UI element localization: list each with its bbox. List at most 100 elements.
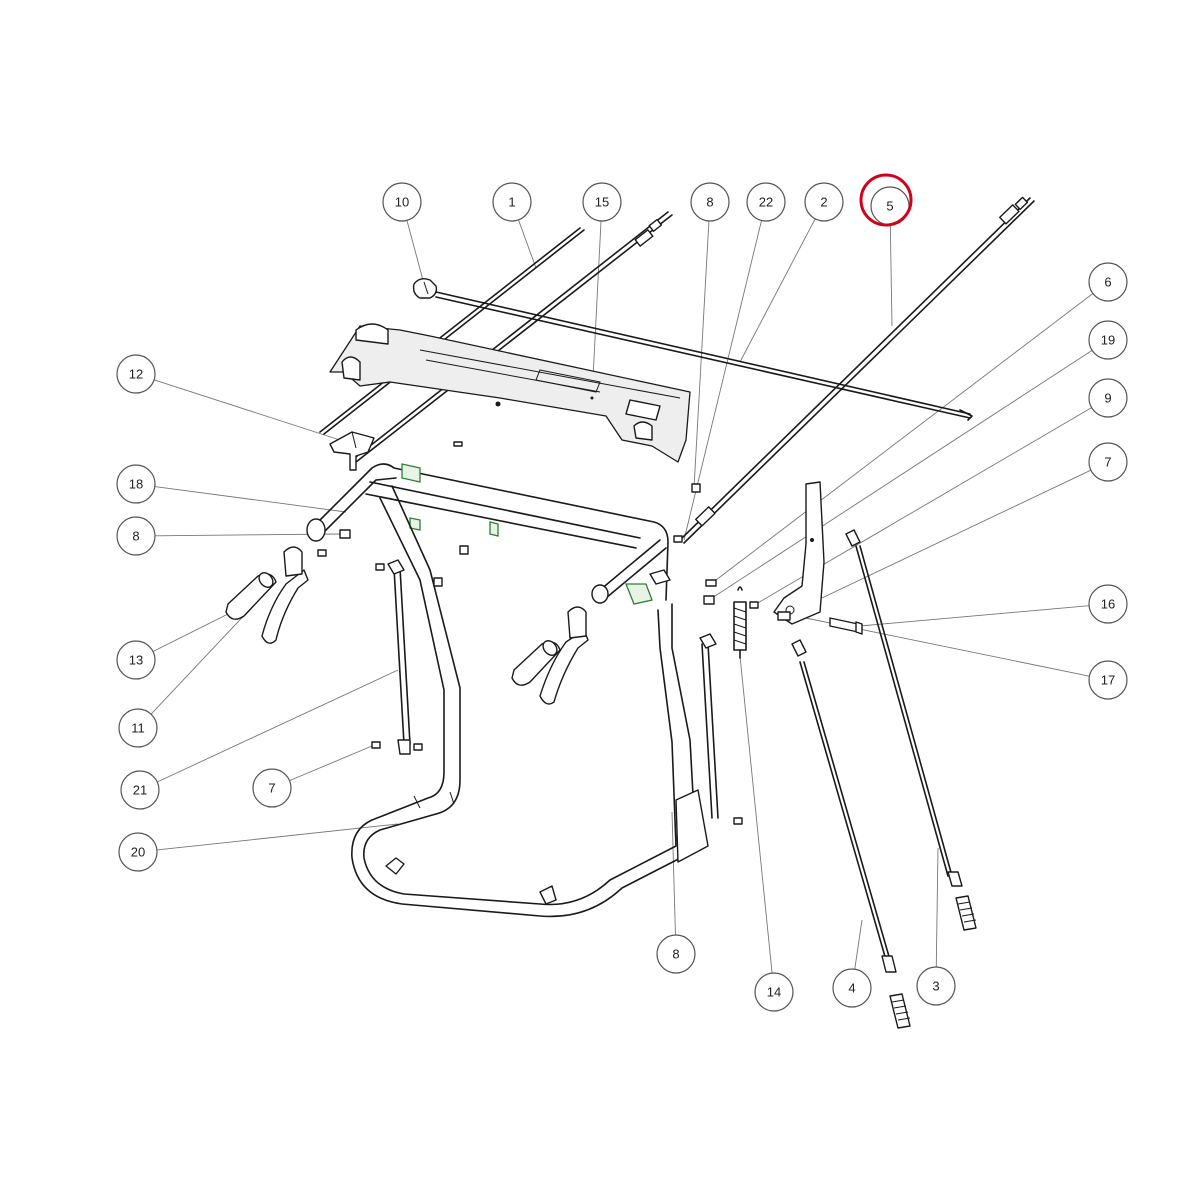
callout-label: 9 xyxy=(1104,391,1111,406)
spring-14 xyxy=(733,586,747,659)
callout-13: 13 xyxy=(116,640,156,680)
callout-circle xyxy=(1088,584,1128,624)
callout-8: 8 xyxy=(656,934,696,974)
leader-line-21 xyxy=(157,669,399,783)
leader-line-18 xyxy=(154,486,347,513)
callout-circle xyxy=(1088,660,1128,700)
callout-circle xyxy=(1088,262,1128,302)
callout-7: 7 xyxy=(1088,442,1128,482)
parts-drawing xyxy=(225,196,1035,1029)
callout-circle xyxy=(116,464,156,504)
leader-line-8 xyxy=(671,811,676,936)
leader-line-15 xyxy=(591,220,602,399)
callout-label: 16 xyxy=(1101,597,1115,612)
callout-12: 12 xyxy=(116,354,156,394)
callout-label: 22 xyxy=(759,195,773,210)
callout-21: 21 xyxy=(120,770,160,810)
cable-4 xyxy=(791,639,911,1029)
callout-18: 18 xyxy=(116,464,156,504)
callout-circle xyxy=(1088,320,1128,360)
callout-3: 3 xyxy=(916,966,956,1006)
callout-label: 5 xyxy=(886,199,893,214)
callout-circle xyxy=(492,182,532,222)
fasteners xyxy=(317,441,791,825)
rod-right xyxy=(699,633,719,819)
callout-label: 8 xyxy=(132,529,139,544)
callout-label: 14 xyxy=(767,985,781,1000)
callout-circle xyxy=(118,708,158,748)
leader-line-19 xyxy=(711,349,1093,599)
callout-8: 8 xyxy=(116,516,156,556)
callout-circle xyxy=(1088,442,1128,482)
callout-circle xyxy=(746,182,786,222)
callout-label: 10 xyxy=(395,195,409,210)
callout-circle xyxy=(1088,378,1128,418)
callout-label: 4 xyxy=(848,981,855,996)
leader-line-13 xyxy=(152,609,237,652)
callout-circle xyxy=(582,182,622,222)
callout-8: 8 xyxy=(690,182,730,222)
callout-17: 17 xyxy=(1088,660,1128,700)
callout-9: 9 xyxy=(1088,378,1128,418)
callout-19: 19 xyxy=(1088,320,1128,360)
lever-right xyxy=(539,606,589,705)
grip-13 xyxy=(225,572,277,620)
callout-16: 16 xyxy=(1088,584,1128,624)
cable-15 xyxy=(351,211,673,463)
leader-line-5 xyxy=(889,224,893,327)
callout-circle xyxy=(690,182,730,222)
callout-label: 2 xyxy=(820,195,827,210)
grip-right xyxy=(511,640,561,686)
lower-frame-20 xyxy=(351,485,709,918)
callout-label: 17 xyxy=(1101,673,1115,688)
callout-label: 7 xyxy=(268,781,275,796)
callout-label: 12 xyxy=(129,367,143,382)
cable-5 xyxy=(679,196,1035,544)
leader-line-16 xyxy=(859,605,1090,627)
rod-21 xyxy=(387,559,411,755)
choke-knob xyxy=(412,277,438,299)
callout-circle xyxy=(656,934,696,974)
callout-circle xyxy=(120,770,160,810)
callout-circle xyxy=(916,966,956,1006)
leader-line-6 xyxy=(715,293,1094,581)
callout-circle xyxy=(252,768,292,808)
leader-line-10 xyxy=(406,220,425,285)
callout-label: 6 xyxy=(1104,275,1111,290)
callout-label: 3 xyxy=(932,979,939,994)
leader-line-7 xyxy=(289,745,373,782)
leader-line-4 xyxy=(854,919,863,970)
callout-circle xyxy=(116,640,156,680)
callout-circle xyxy=(116,354,156,394)
callout-circle xyxy=(804,182,844,222)
callout-label: 19 xyxy=(1101,333,1115,348)
callout-label: 8 xyxy=(672,947,679,962)
callout-circle xyxy=(754,972,794,1012)
callout-6: 6 xyxy=(1088,262,1128,302)
callout-label: 7 xyxy=(1104,455,1111,470)
callout-4: 4 xyxy=(832,968,872,1008)
leader-line-20 xyxy=(156,823,399,851)
callout-2: 2 xyxy=(804,182,844,222)
callout-10: 10 xyxy=(382,182,422,222)
upper-handle-frame xyxy=(306,463,671,605)
leader-line-14 xyxy=(739,655,773,974)
callout-11: 11 xyxy=(118,708,158,748)
callout-7: 7 xyxy=(252,768,292,808)
callout-label: 20 xyxy=(131,845,145,860)
leader-line-8 xyxy=(693,220,710,489)
clip-12 xyxy=(329,431,375,471)
leader-line-12 xyxy=(153,379,341,441)
callout-label: 1 xyxy=(508,195,515,210)
leader-line-2 xyxy=(739,218,816,363)
leader-line-7 xyxy=(783,469,1092,617)
callout-label: 18 xyxy=(129,477,143,492)
callout-label: 11 xyxy=(131,721,145,736)
bolt-16-17 xyxy=(829,617,863,635)
callout-15: 15 xyxy=(582,182,622,222)
callout-circle xyxy=(118,832,158,872)
lever-11 xyxy=(261,546,309,644)
callout-label: 21 xyxy=(133,783,147,798)
